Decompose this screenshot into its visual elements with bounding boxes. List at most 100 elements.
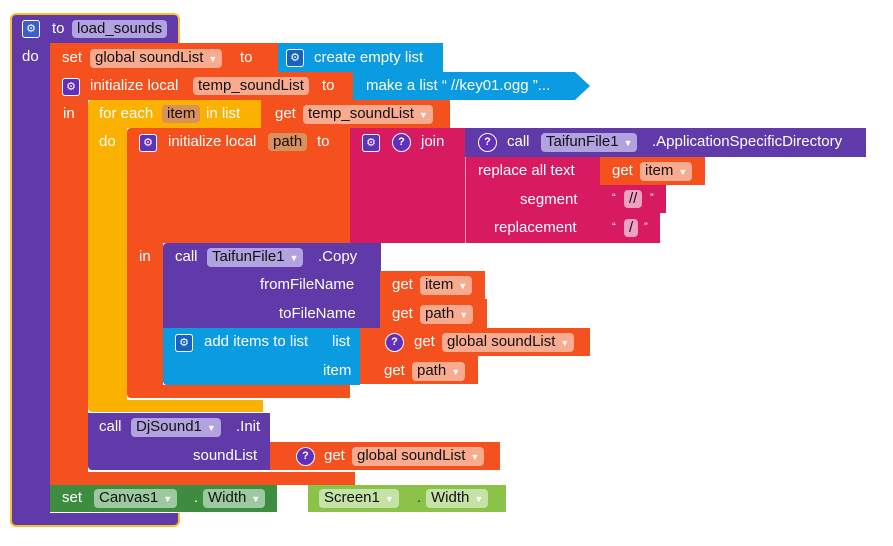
component-name: DjSound1 (136, 418, 202, 435)
var-dropdown[interactable]: global soundList ▼ (352, 447, 485, 466)
close-quote: ” (644, 221, 648, 233)
chevron-down-icon: ▼ (384, 494, 394, 504)
global-var-dropdown[interactable]: global soundList ▼ (90, 49, 223, 68)
component-dropdown[interactable]: Canvas1 ▼ (94, 489, 178, 508)
for-each-label: for each (99, 105, 154, 122)
add-items-to-list-block[interactable] (163, 328, 360, 385)
init-local-label: initialize local (168, 133, 257, 150)
get-label: get (275, 105, 296, 122)
component-name: Canvas1 (99, 489, 159, 506)
property-dropdown[interactable]: Width ▼ (203, 489, 266, 508)
procedure-name[interactable]: load_sounds (72, 20, 168, 38)
var-name: global soundList (357, 447, 466, 464)
do-label: do (99, 133, 116, 150)
help-icon[interactable]: ? (385, 333, 404, 352)
close-quote: ” (650, 192, 654, 204)
help-icon[interactable]: ? (296, 447, 315, 466)
set-label: set (62, 49, 83, 66)
var-dropdown[interactable]: item▼ (640, 162, 693, 181)
var-name: item (425, 276, 454, 293)
from-filename-label: fromFileName (260, 276, 355, 293)
item-label: item (323, 362, 352, 379)
component-dropdown[interactable]: DjSound1 ▼ (131, 418, 221, 437)
help-icon[interactable]: ? (478, 133, 497, 152)
chevron-down-icon: ▼ (208, 54, 218, 64)
join-label: join (421, 133, 445, 150)
gear-icon[interactable]: ⚙ (286, 49, 304, 67)
get-label: get (612, 162, 633, 179)
dot: . (417, 489, 422, 506)
component-dropdown[interactable]: TaifunFile1▼ (207, 248, 304, 267)
soundlist-label: soundList (193, 447, 258, 464)
method-name: .Copy (318, 248, 358, 265)
to-label: to (240, 49, 253, 66)
init-local-label: initialize local (90, 77, 179, 94)
in-list-label: in list (206, 105, 241, 122)
get-label: get (392, 276, 413, 293)
segment-label: segment (520, 191, 578, 208)
component-dropdown[interactable]: Screen1 ▼ (319, 489, 399, 508)
chevron-down-icon: ▼ (451, 367, 461, 377)
property-dropdown[interactable]: Width▼ (426, 489, 489, 508)
chevron-down-icon: ▼ (458, 281, 468, 291)
chevron-down-icon: ▼ (560, 338, 570, 348)
gear-icon[interactable]: ⚙ (139, 134, 157, 152)
get-label: get (324, 447, 345, 464)
open-quote: “ (612, 192, 616, 204)
make-a-list-block[interactable] (353, 72, 575, 100)
gear-icon[interactable]: ⚙ (62, 78, 80, 96)
component-name: TaifunFile1 (546, 133, 619, 150)
add-items-label: add items to list (204, 333, 309, 350)
replacement-label: replacement (494, 219, 577, 236)
to-filename-label: toFileName (279, 305, 356, 322)
set-label: set (62, 489, 83, 506)
var-name: item (645, 162, 674, 179)
method-name: .Init (236, 418, 261, 435)
dot: . (194, 489, 199, 506)
chevron-down-icon: ▼ (206, 423, 216, 433)
create-empty-list-label: create empty list (314, 49, 424, 66)
var-name: temp_soundList (308, 105, 414, 122)
var-dropdown[interactable]: temp_soundList▼ (303, 105, 433, 124)
component-dropdown[interactable]: TaifunFile1 ▼ (541, 133, 638, 152)
in-label: in (139, 248, 151, 265)
to-label: to (317, 133, 330, 150)
call-label: call (99, 418, 122, 435)
gear-icon[interactable]: ⚙ (175, 334, 193, 352)
get-label: get (414, 333, 435, 350)
to-label: to (284, 489, 297, 506)
component-name: Screen1 (324, 489, 380, 506)
replace-all-block[interactable] (465, 157, 601, 243)
replacement-value[interactable]: / (624, 219, 639, 237)
open-quote: “ (612, 221, 616, 233)
var-dropdown[interactable]: path▼ (420, 305, 474, 324)
call-label: call (175, 248, 198, 265)
list-label: list (332, 333, 351, 350)
var-dropdown[interactable]: item ▼ (420, 276, 473, 295)
local-var-name[interactable]: temp_soundList (193, 77, 309, 95)
chevron-down-icon: ▼ (470, 452, 480, 462)
replace-all-label: replace all text (478, 162, 575, 179)
loop-var-name[interactable]: item (162, 105, 201, 123)
get-label: get (392, 305, 413, 322)
local-var-name[interactable]: path (268, 133, 308, 151)
gear-icon[interactable]: ⚙ (362, 134, 380, 152)
to-label: to (322, 77, 335, 94)
var-dropdown[interactable]: global soundList▼ (442, 333, 575, 352)
var-name: path (425, 305, 455, 322)
do-label: do (22, 48, 39, 65)
property-name: Width (208, 489, 247, 506)
app-specific-dir-block[interactable] (465, 128, 866, 157)
gear-icon[interactable]: ⚙ (22, 20, 40, 38)
var-dropdown[interactable]: path▼ (412, 362, 466, 381)
call-label: call (507, 133, 530, 150)
create-empty-list-block[interactable] (278, 43, 443, 72)
chevron-down-icon: ▼ (163, 494, 173, 504)
chevron-down-icon: ▼ (251, 494, 261, 504)
var-name: global soundList (95, 49, 204, 66)
get-label: get (384, 362, 405, 379)
chevron-down-icon: ▼ (623, 138, 633, 148)
segment-value[interactable]: // (624, 190, 643, 208)
component-name: TaifunFile1 (212, 248, 285, 265)
help-icon[interactable]: ? (392, 133, 411, 152)
